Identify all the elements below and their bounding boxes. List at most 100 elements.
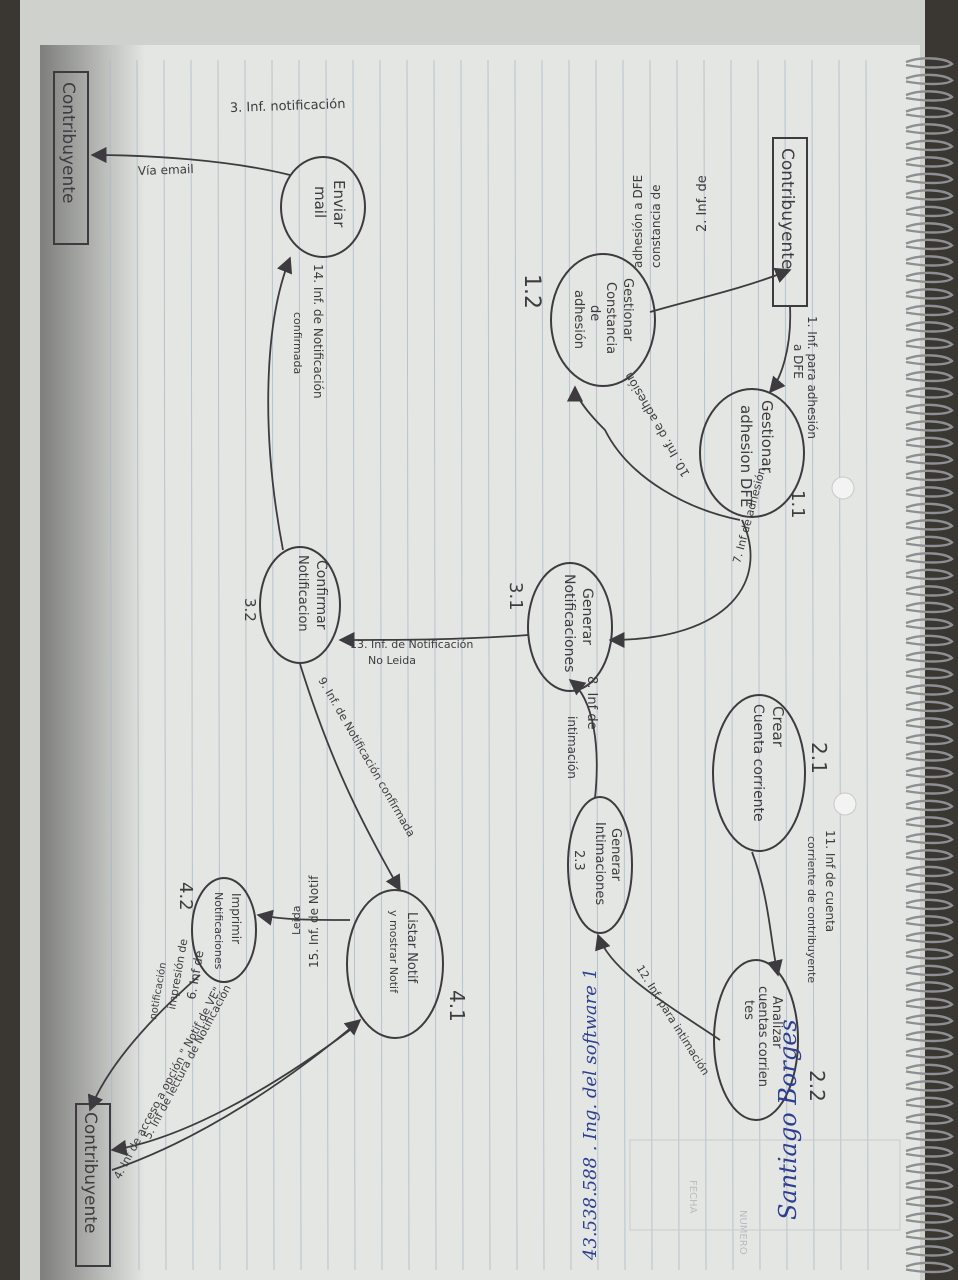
author-name: Santiago Borges: [774, 1019, 802, 1220]
svg-text:Analizar: Analizar: [769, 996, 784, 1049]
spiral-coil: [905, 552, 954, 564]
spiral-coil: [905, 486, 954, 498]
spiral-coil: [905, 1030, 954, 1043]
spiral-coil: [905, 321, 954, 333]
spiral-coil: [905, 304, 954, 317]
spiral-coil: [905, 387, 954, 399]
svg-text:Notificacion: Notificacion: [295, 555, 310, 632]
spiral-coil: [905, 255, 954, 267]
process-3-2: Confirmar Notificacion 3.2: [241, 546, 341, 664]
flow-8-label-b: intimación: [565, 716, 579, 779]
flow-13-label-a: 13. Inf. de Notificación: [350, 638, 473, 651]
flow-lines: [87, 146, 792, 1171]
spiral-coil: [905, 931, 954, 944]
svg-text:Listar Notif: Listar Notif: [404, 912, 419, 984]
spiral-coil: [905, 766, 954, 779]
spiral-coil: [905, 1113, 954, 1125]
spiral-coil: [905, 354, 954, 366]
spiral-coil: [905, 238, 954, 251]
process-1-1-number: 1.1: [787, 490, 808, 519]
fecha-label: FECHA: [687, 1180, 698, 1214]
svg-text:Generar: Generar: [608, 828, 623, 882]
spiral-coil: [905, 568, 954, 581]
spiral-coil: [905, 1245, 954, 1257]
spiral-coil: [905, 535, 954, 548]
spiral-coil: [905, 106, 954, 119]
spiral-coil: [905, 403, 954, 416]
flow-14-label-b: confirmada: [291, 312, 304, 374]
spiral-coil: [905, 1162, 954, 1175]
flow-14-label-a: 14. Inf. de Notificación: [311, 264, 325, 399]
flow-13-label-b: No Leida: [368, 654, 416, 667]
svg-text:tes: tes: [741, 1000, 756, 1020]
spiral-coil: [905, 1228, 954, 1241]
process-2-2: Analizar cuentas corrien tes 2.2: [713, 959, 829, 1121]
process-enviar-mail: Enviar mail: [280, 156, 366, 258]
spiral-coil: [905, 618, 954, 630]
flow-8-line: [568, 678, 598, 799]
process-2-1: Crear Cuenta corriente 2.1: [712, 694, 831, 852]
svg-text:Constancia: Constancia: [603, 282, 618, 354]
spiral-coil: [905, 271, 954, 284]
spiral-coil: [905, 288, 954, 300]
spiral-coil: [905, 222, 954, 234]
spiral-coil: [905, 898, 954, 911]
spiral-coil: [905, 667, 954, 680]
spiral-coil: [905, 1146, 954, 1158]
spiral-coil: [905, 948, 954, 960]
flow-15-label-b: Leida: [290, 906, 303, 935]
spiral-binding: [905, 57, 954, 1274]
ruled-lines: [109, 59, 869, 1271]
spiral-coil: [905, 156, 954, 168]
flow-13-line: [338, 631, 529, 649]
svg-text:cuentas corrien: cuentas corrien: [755, 986, 770, 1087]
process-2-2-number: 2.2: [805, 1070, 829, 1102]
spiral-coil: [905, 1063, 954, 1076]
spiral-coil: [905, 964, 954, 977]
flow-9-line: [299, 663, 401, 892]
flow-2-label-b: constancia de: [649, 184, 663, 268]
spiral-coil: [905, 981, 954, 993]
svg-text:Crear: Crear: [769, 706, 787, 748]
flow-5-line: [110, 1029, 351, 1156]
spiral-coil: [905, 651, 954, 663]
spiral-coil: [905, 436, 954, 449]
process-2-3: Generar Intimaciones 2.3: [567, 796, 633, 934]
flow-3-line: [90, 146, 291, 176]
flow-12-line: [595, 933, 721, 1041]
flow-2-label-c: adhesión a DFE: [631, 175, 645, 268]
spiral-coil: [905, 1047, 954, 1059]
process-4-2-number: 4.2: [175, 882, 196, 911]
flow-8-label-a: 8. Inf de: [584, 676, 599, 730]
process-3-1-number: 3.1: [505, 582, 526, 611]
process-2-1-number: 2.1: [807, 742, 831, 774]
process-1-2: Gestionar Constancia de adhesión 1.2: [519, 253, 656, 387]
spiral-coil: [905, 1179, 954, 1191]
process-3-1: Generar Notificaciones 3.1: [505, 562, 613, 692]
svg-text:adhesion DFE: adhesion DFE: [737, 405, 755, 508]
spiral-coil: [905, 601, 954, 614]
spiral-coil: [905, 453, 954, 465]
spiral-coil: [905, 73, 954, 86]
header-box: FECHA NUMERO: [629, 1139, 901, 1255]
svg-text:Cuenta corriente: Cuenta corriente: [750, 704, 766, 822]
entity-contribuyente-left: Contribuyente: [53, 71, 89, 245]
spiral-coil: [905, 189, 954, 201]
spiral-coil: [905, 733, 954, 746]
svg-text:adhesión: adhesión: [571, 290, 586, 349]
spiral-coil: [905, 90, 954, 102]
process-4-1: Listar Notif y mostrar Notif 4.1: [346, 889, 469, 1039]
svg-text:Generar: Generar: [579, 588, 595, 645]
spiral-coil: [905, 205, 954, 218]
spiral-coil: [905, 865, 954, 878]
process-4-1-number: 4.1: [445, 990, 469, 1022]
spiral-coil: [905, 337, 954, 350]
entity-contribuyente-bottom-label: Contribuyente: [80, 1112, 100, 1233]
process-1-1: Gestionar adhesion DFE 1.1: [699, 388, 808, 519]
author-note: Santiago Borges 43.538.588 . Ing. del so…: [580, 968, 802, 1261]
spiral-coil: [905, 1014, 954, 1026]
punch-hole: [831, 476, 855, 500]
spiral-coil: [905, 123, 954, 135]
flow-10-line: [566, 385, 741, 521]
